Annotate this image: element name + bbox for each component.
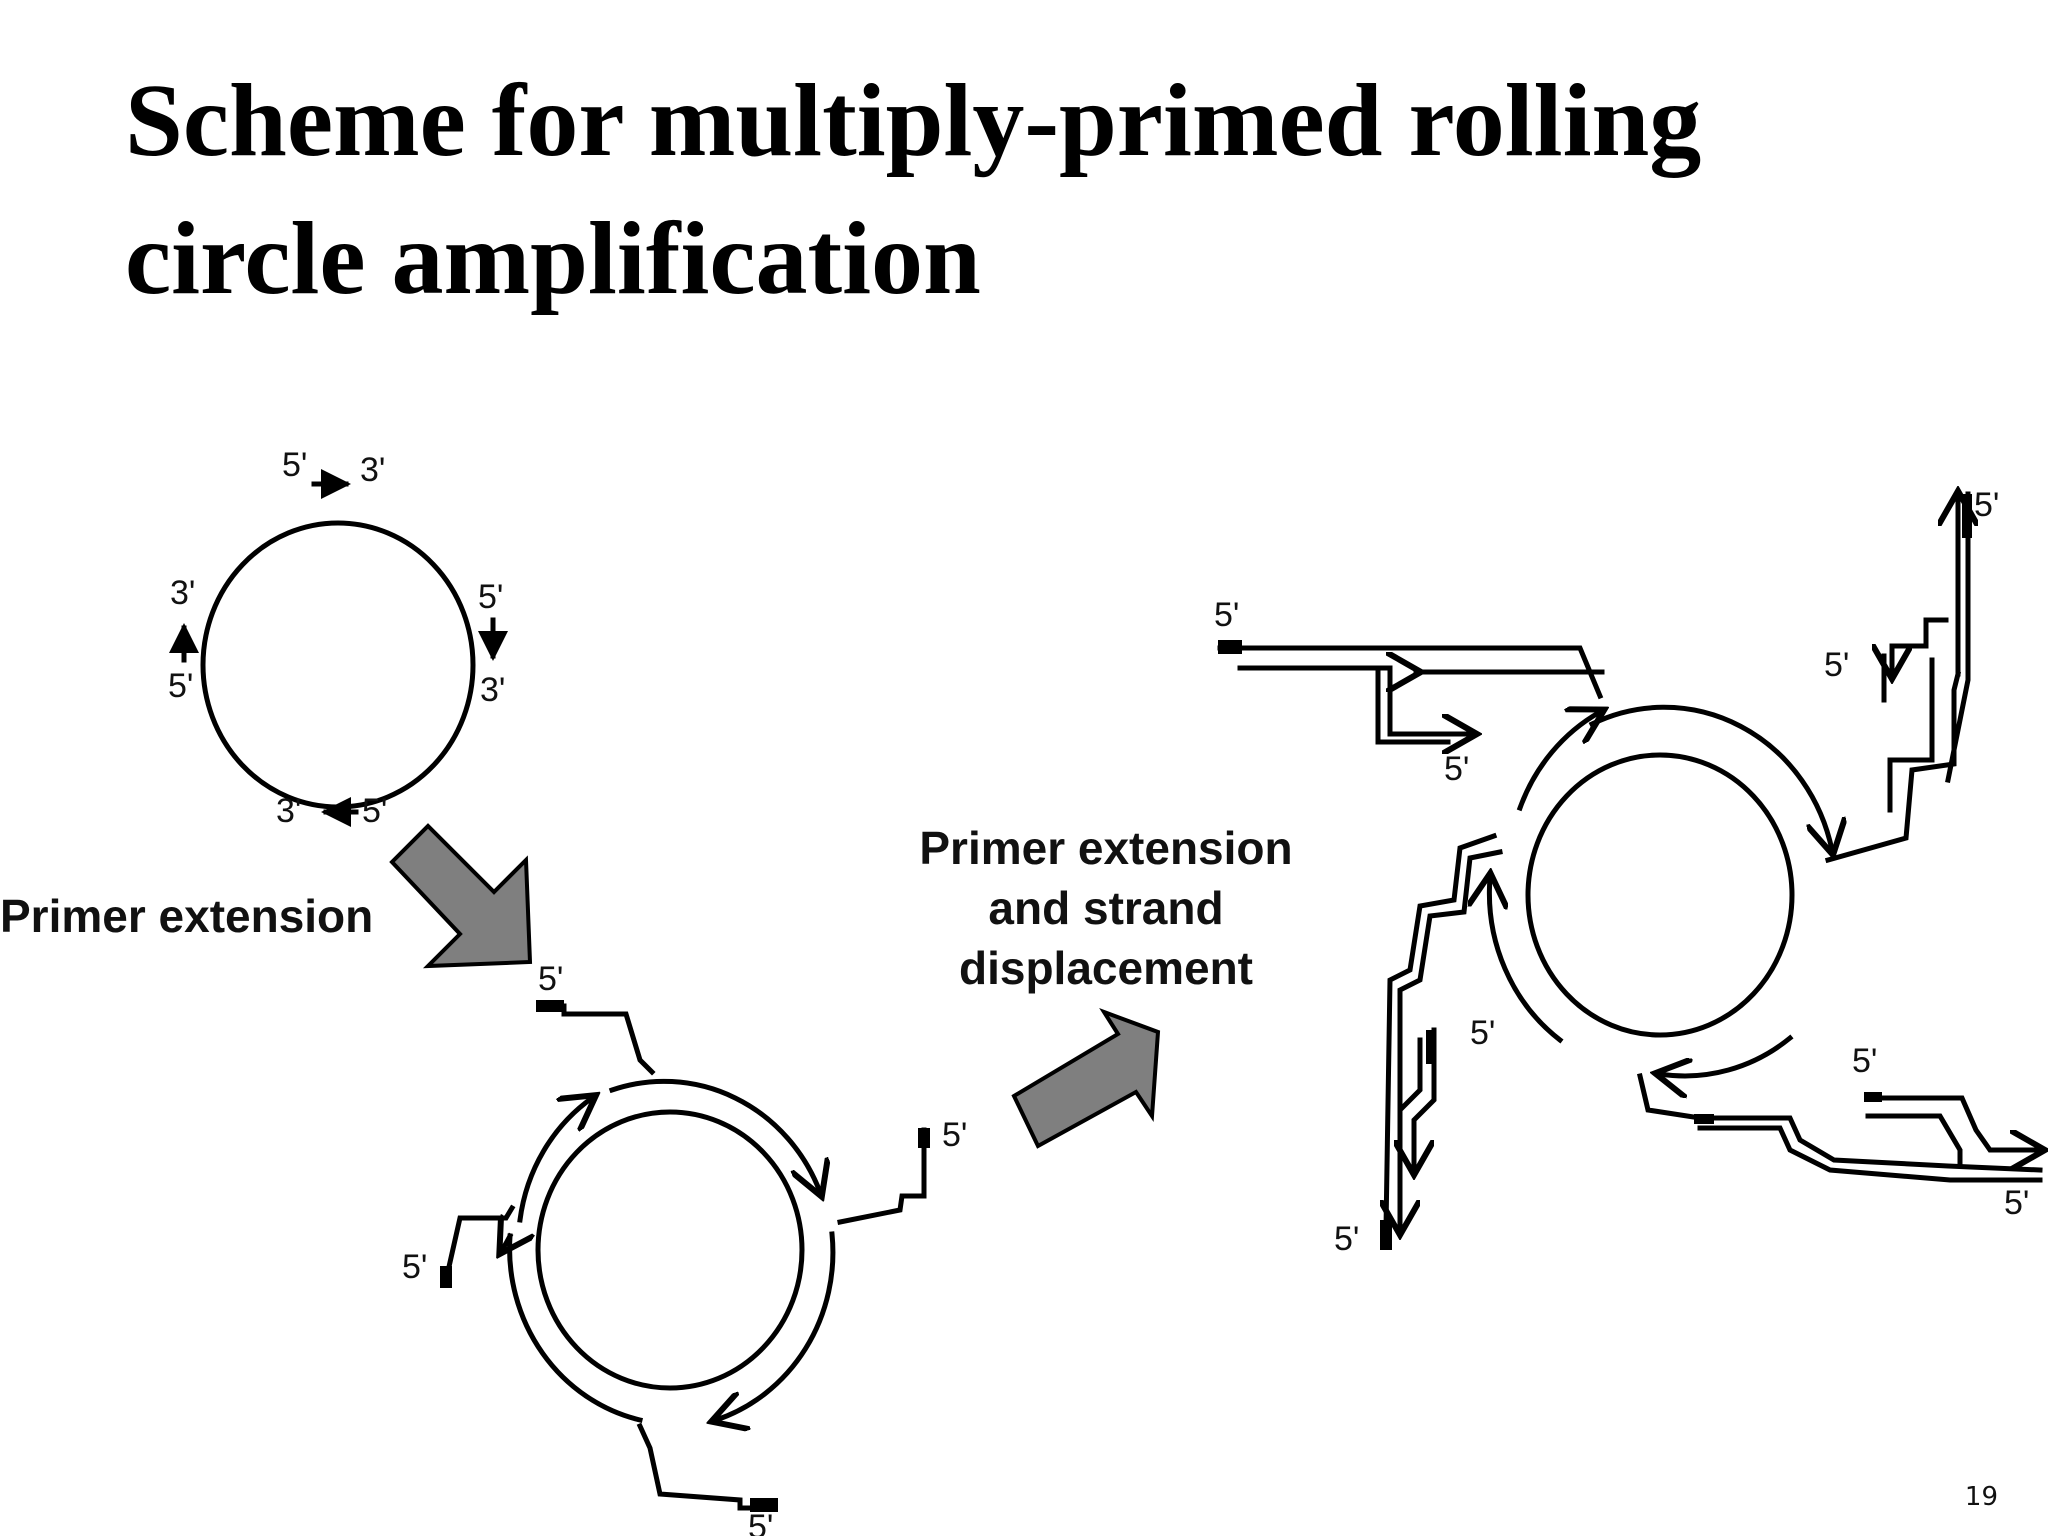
stage3-topleft-5prime-a: 5' [1214,596,1239,634]
stage3-topright-5prime-a: 5' [1974,486,1999,524]
step2-caption-line-2: and strand [988,882,1223,934]
stage1-top-3prime: 3' [360,451,385,489]
stage3-bottomright-5prime-a: 5' [1852,1042,1877,1080]
slide-title-line-2: circle amplification [125,201,981,316]
slide-title-line-1: Scheme for multiply-primed rolling [125,63,1702,178]
stage3-topleft-5prime-b: 5' [1444,750,1469,788]
stage1-top-5prime: 5' [282,446,307,484]
stage3-topright-5prime-b: 5' [1824,646,1849,684]
stage3-bottomright-5prime-b: 5' [2004,1184,2029,1222]
stage3-bottomleft-5prime-b: 5' [1470,1014,1495,1052]
slide-title: Scheme for multiply-primed rolling circl… [125,52,1925,328]
stage2-right-5prime: 5' [942,1116,967,1154]
stage1-bottom-3prime: 3' [276,792,301,830]
step2-caption-line-1: Primer extension [919,822,1292,874]
stage3-bottomleft-5prime-a: 5' [1334,1220,1359,1258]
stage1-right-3prime: 3' [480,671,505,709]
stage1-left-3prime: 3' [170,574,195,612]
stage2-left-5prime: 5' [402,1248,427,1286]
stage1-template-circle: 5' 3' 5' 3' 3' 5' 3' 5' [168,446,508,830]
stage2-extension: 5' 5' 5' 5' [402,960,967,1536]
step2-arrow-icon [1011,1008,1161,1149]
stage1-bottom-5prime: 5' [362,792,387,830]
stage3-displacement: 5' 5' 5' 5' 5' 5' 5' 5' [1214,486,2040,1258]
step2-caption-line-3: displacement [959,942,1253,994]
stage2-bottom-5prime: 5' [748,1508,773,1536]
page-number: 19 [1964,1482,1998,1512]
stage1-left-5prime: 5' [168,667,193,705]
step1-caption: Primer extension [0,890,373,942]
step1-arrow-icon [389,823,533,969]
stage2-top-5prime: 5' [538,960,563,998]
stage1-right-5prime: 5' [478,578,503,616]
